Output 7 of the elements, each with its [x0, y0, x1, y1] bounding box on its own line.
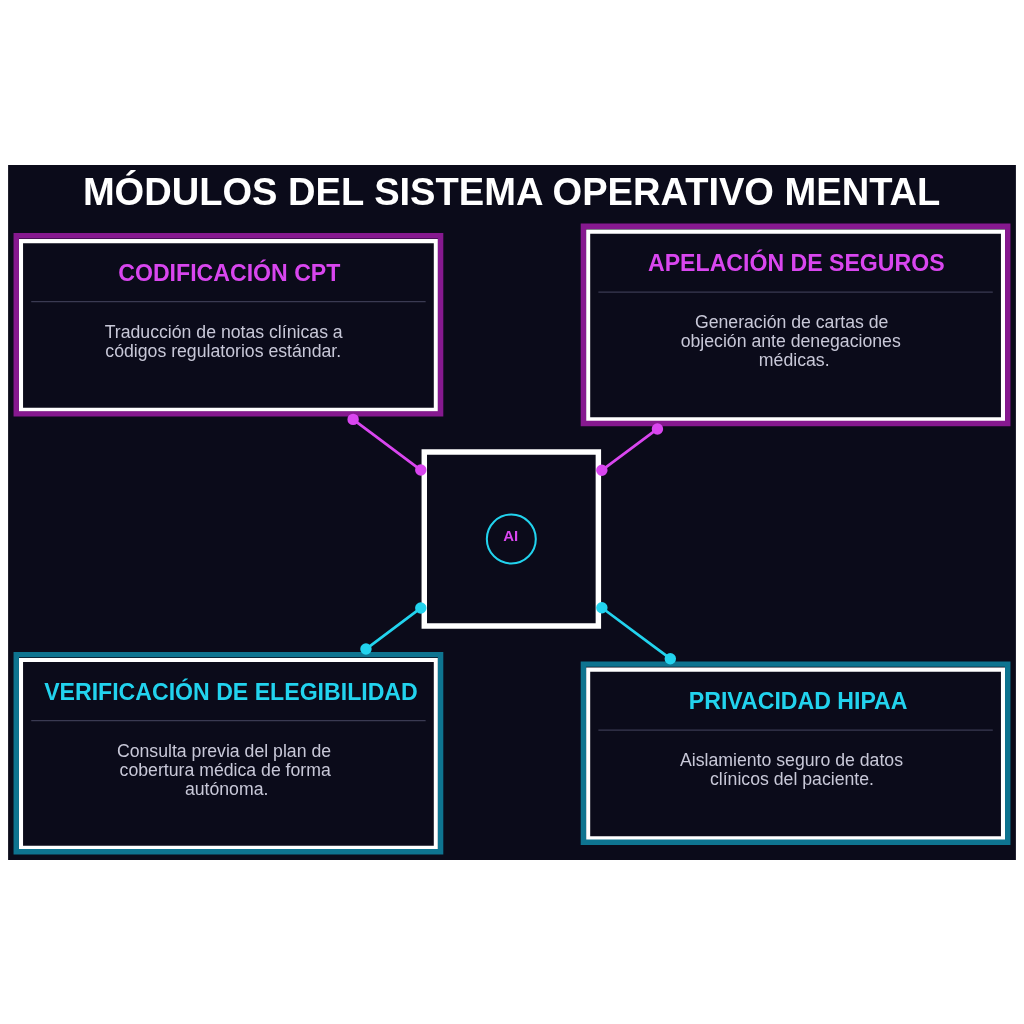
node-circle: AI — [485, 513, 537, 564]
diagram-title: MÓDULOS DEL SISTEMA OPERATIVO MENTAL — [82, 170, 941, 213]
connector — [596, 422, 664, 476]
cluster — [421, 448, 602, 629]
connector — [347, 413, 427, 476]
connector — [360, 601, 427, 655]
connector — [596, 601, 676, 664]
